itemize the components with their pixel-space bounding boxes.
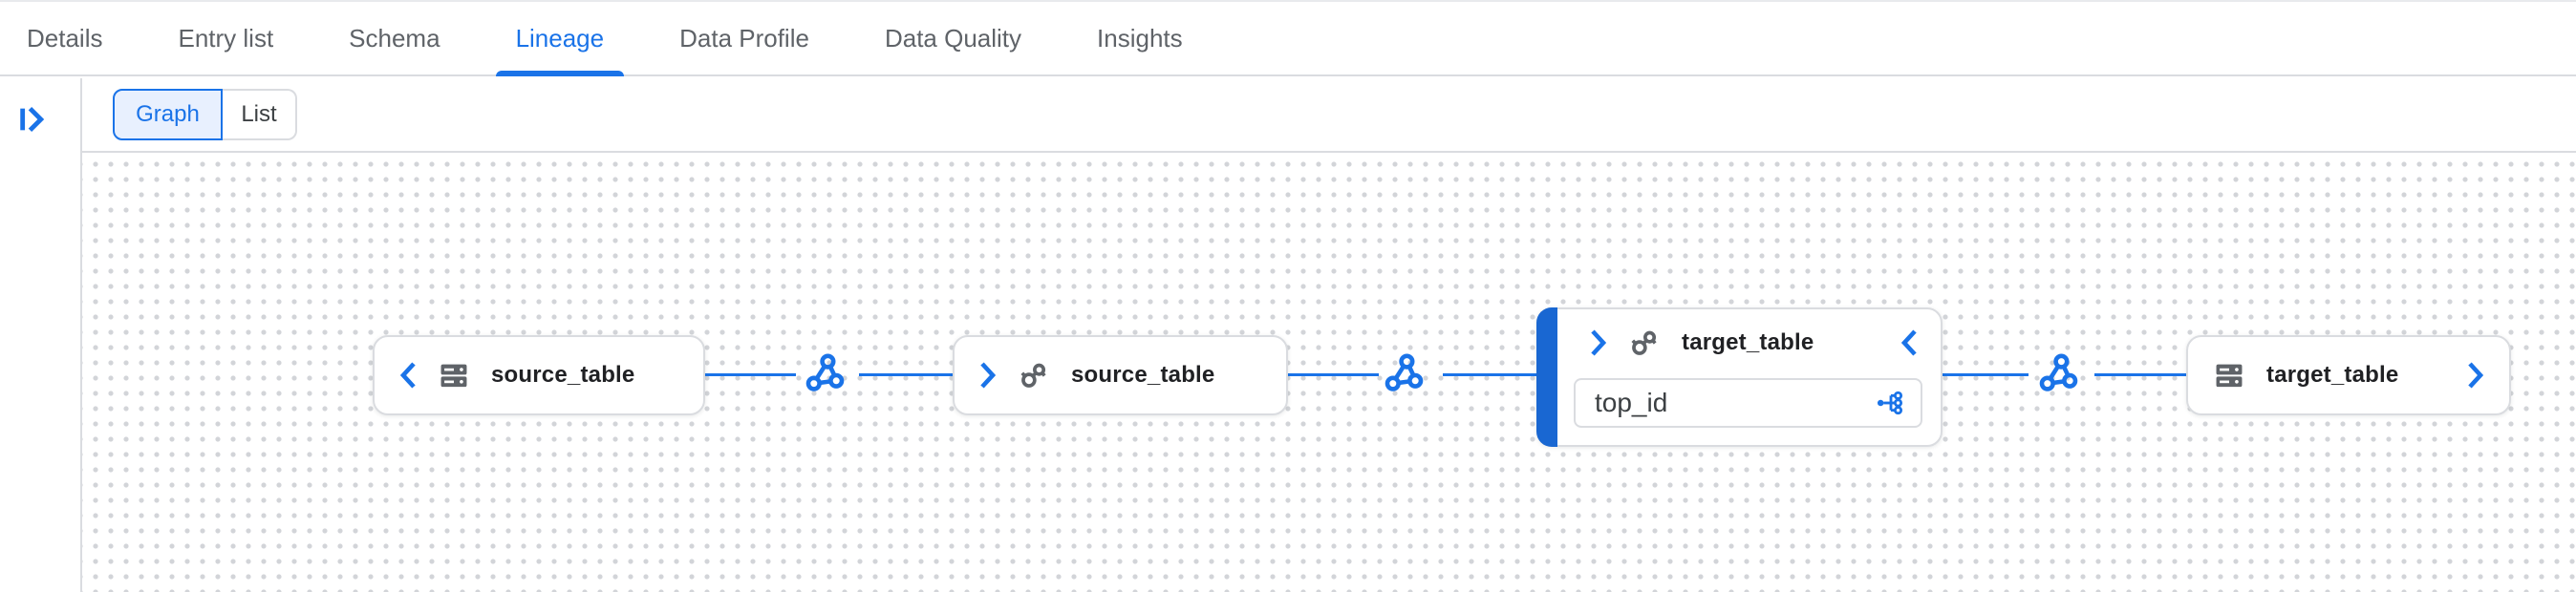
left-rail-divider (80, 78, 82, 592)
tab-lineage-label: Lineage (515, 23, 605, 53)
tab-entry-list-label: Entry list (178, 23, 274, 53)
node-label: target_table (1682, 329, 1814, 355)
process-icon[interactable] (1384, 351, 1429, 397)
table-icon (2213, 359, 2245, 391)
field-name: top_id (1595, 388, 1668, 417)
node-label: source_table (491, 362, 635, 388)
panel-expand-icon[interactable] (17, 103, 50, 136)
tab-bar: Details Entry list Schema Lineage Data P… (0, 0, 2576, 76)
tab-schema-label: Schema (349, 23, 440, 53)
tab-data-profile[interactable]: Data Profile (659, 2, 829, 74)
edge-segment (1443, 373, 1538, 376)
toggle-graph-label: Graph (136, 101, 200, 127)
lineage-node-target-table-2[interactable]: target_table (2186, 335, 2511, 415)
edge-segment (1943, 373, 2029, 376)
lineage-node-source-table-1[interactable]: source_table (373, 335, 705, 415)
chevron-right-icon[interactable] (979, 361, 997, 390)
active-tab-underline (495, 71, 625, 76)
lineage-node-source-table-2[interactable]: source_table (953, 335, 1288, 415)
chevron-right-icon[interactable] (2467, 361, 2484, 390)
tab-insights-label: Insights (1097, 23, 1183, 53)
tab-data-profile-label: Data Profile (679, 23, 809, 53)
tab-data-quality-label: Data Quality (884, 23, 1022, 53)
selected-node-bar (1536, 307, 1557, 447)
tab-data-quality[interactable]: Data Quality (865, 2, 1041, 74)
node-label: target_table (2266, 362, 2399, 388)
tab-details[interactable]: Details (7, 2, 122, 74)
lineage-canvas[interactable]: source_table source_table (82, 151, 2576, 592)
edge-segment (1288, 373, 1379, 376)
table-icon (438, 359, 470, 391)
chevron-left-icon[interactable] (399, 361, 417, 390)
lineage-node-icon (1018, 359, 1050, 391)
edge-segment (2094, 373, 2188, 376)
tab-details-label: Details (27, 23, 103, 53)
edge-segment (859, 373, 953, 376)
tab-insights[interactable]: Insights (1077, 2, 1203, 74)
tab-schema[interactable]: Schema (329, 2, 460, 74)
lineage-node-target-table-expanded[interactable]: target_table top_id (1536, 307, 1943, 447)
chevron-left-icon[interactable] (1900, 328, 1918, 357)
toggle-list-label: List (241, 101, 277, 127)
graph-list-toggle: Graph List (113, 89, 297, 140)
chevron-right-icon[interactable] (1590, 328, 1607, 357)
process-icon[interactable] (805, 351, 850, 397)
fan-out-icon[interactable] (1875, 387, 1907, 419)
toggle-graph-button[interactable]: Graph (113, 89, 223, 140)
tab-entry-list[interactable]: Entry list (158, 2, 293, 74)
tab-lineage[interactable]: Lineage (495, 2, 625, 76)
process-icon[interactable] (2038, 351, 2084, 397)
toggle-list-button[interactable]: List (223, 89, 297, 140)
lineage-node-icon (1628, 327, 1661, 359)
field-row-top-id[interactable]: top_id (1574, 378, 1922, 428)
node-label: source_table (1071, 362, 1215, 388)
edge-segment (705, 373, 796, 376)
expanded-node-header: target_table (1559, 309, 1941, 376)
